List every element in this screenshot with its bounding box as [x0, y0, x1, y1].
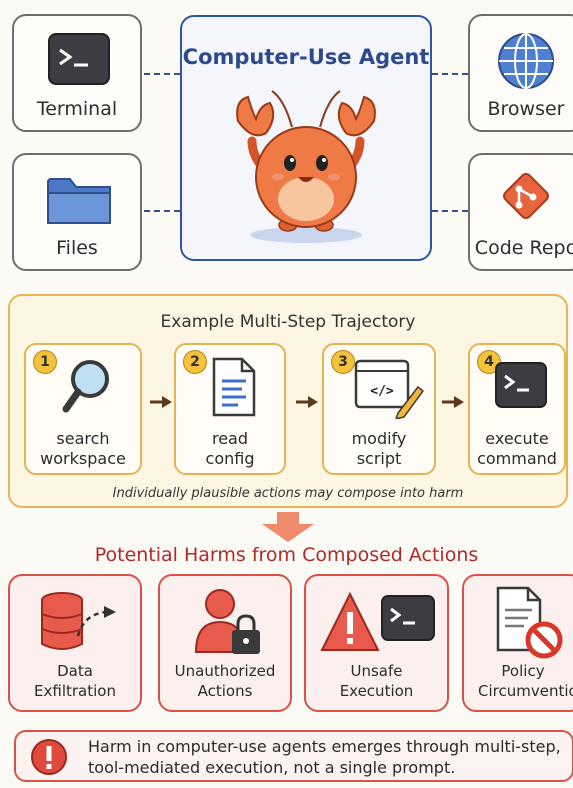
step-label-line1: search — [56, 429, 110, 448]
connector-browser — [432, 73, 468, 75]
connector-files — [144, 210, 180, 212]
terminal-tool-card: Terminal — [12, 14, 142, 132]
trajectory-title: Example Multi-Step Trajectory — [160, 312, 416, 332]
harm-label-line2: Exfiltration — [34, 682, 116, 700]
harm-label-line1: Data — [57, 662, 93, 680]
globe-icon — [498, 33, 554, 89]
step-number: 3 — [331, 350, 355, 374]
harm-label-line2: Actions — [197, 682, 253, 700]
connector-code-repo — [432, 210, 468, 212]
step-label-line2: workspace — [40, 449, 126, 468]
step-label-line2: config — [205, 449, 255, 468]
code-edit-icon: </> — [354, 359, 424, 419]
terminal-label: Terminal — [36, 98, 118, 120]
connector-terminal — [144, 73, 180, 75]
step-label-line1: execute — [485, 429, 549, 448]
code-repo-tool-card: Code Repo — [468, 153, 573, 271]
step-label-line1: modify — [351, 429, 407, 448]
harm-unauthorized-actions: Unauthorized Actions — [158, 574, 292, 712]
warning-terminal-icon — [320, 591, 435, 651]
step-search-workspace: 1 search workspace — [24, 343, 142, 475]
harm-policy-circumvention: Policy Circumvention — [462, 574, 573, 712]
svg-text:</>: </> — [370, 384, 394, 399]
arrow-right-icon — [150, 396, 172, 408]
document-icon — [212, 357, 256, 417]
agent-title: Computer-Use Agent — [182, 45, 430, 69]
lobster-mascot-icon — [236, 90, 376, 243]
arrow-right-icon — [296, 396, 318, 408]
harm-label-line1: Unauthorized — [174, 662, 276, 680]
harm-data-exfiltration: Data Exfiltration — [8, 574, 142, 712]
harm-label-line2: Circumvention — [478, 682, 573, 700]
browser-label: Browser — [487, 98, 565, 120]
policy-forbidden-icon — [496, 586, 563, 659]
step-label-line1: read — [211, 429, 249, 448]
git-icon — [503, 173, 549, 219]
code-repo-label: Code Repo — [474, 237, 573, 259]
browser-tool-card: Browser — [468, 14, 573, 132]
alert-icon — [31, 739, 67, 775]
step-number: 2 — [183, 350, 207, 374]
terminal-icon — [495, 362, 547, 408]
trajectory-caption: Individually plausible actions may compo… — [112, 486, 464, 501]
terminal-icon — [48, 33, 110, 85]
harm-unsafe-execution: Unsafe Execution — [304, 574, 449, 712]
step-execute-command: 4 execute command — [468, 343, 566, 475]
harm-label-line1: Unsafe — [350, 662, 403, 680]
step-modify-script: 3 </> modify script — [322, 343, 436, 475]
arrow-down-icon — [262, 512, 314, 542]
files-label: Files — [56, 237, 98, 259]
step-label-line2: command — [477, 449, 557, 468]
user-lock-icon — [194, 589, 260, 654]
search-icon — [62, 360, 109, 413]
harm-label-line1: Policy — [501, 662, 545, 680]
note-line1: Harm in computer-use agents emerges thro… — [88, 737, 561, 756]
step-read-config: 2 read config — [174, 343, 286, 475]
arrow-right-icon — [442, 396, 464, 408]
harms-title: Potential Harms from Composed Actions — [94, 544, 479, 566]
harm-label-line2: Execution — [339, 682, 414, 700]
step-label-line2: script — [356, 449, 402, 468]
database-export-icon — [41, 592, 116, 650]
step-number: 1 — [33, 350, 57, 374]
files-tool-card: Files — [12, 153, 142, 271]
conclusion-note: Harm in computer-use agents emerges thro… — [14, 730, 573, 782]
agent-panel: Computer-Use Agent — [180, 15, 432, 261]
folder-icon — [47, 178, 111, 224]
trajectory-panel: Example Multi-Step Trajectory 1 search w… — [8, 294, 568, 508]
note-line2: tool-mediated execution, not a single pr… — [88, 758, 456, 777]
